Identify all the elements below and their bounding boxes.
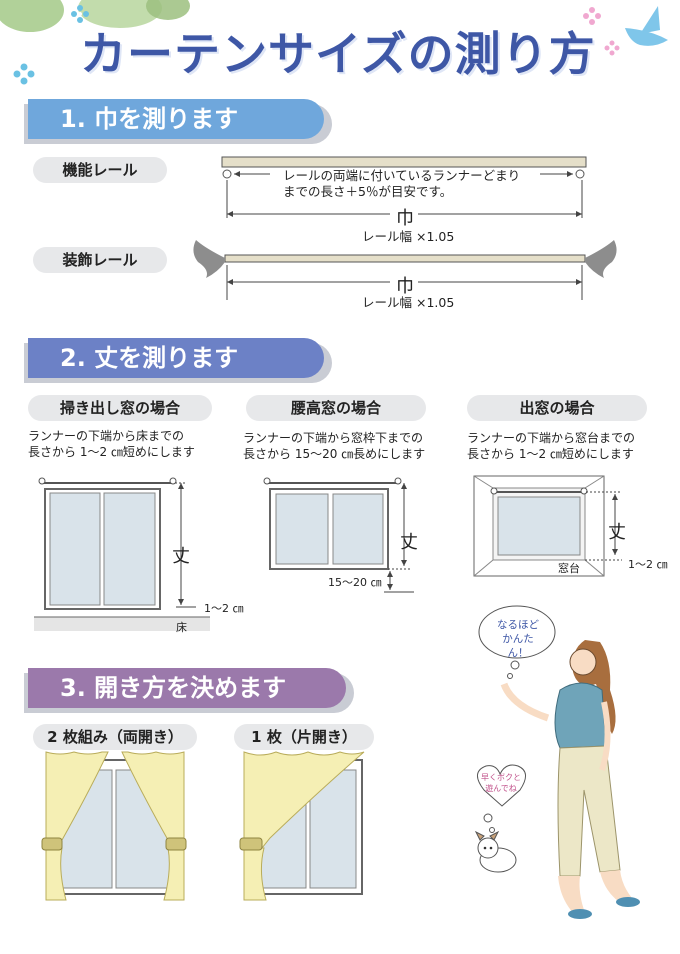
heart-bubble-icon [477,764,526,807]
leaf-icon [0,0,64,32]
sill-label: 窓台 [558,562,580,575]
flower-icon [604,40,620,56]
leaf-icon [146,0,190,20]
decorative-rail-label: 装飾レール [33,247,167,273]
flower-icon [583,7,601,25]
finial-icon [585,240,617,278]
dog-speech-text: 早くボクと 遊んでね [481,773,521,793]
dog-icon [474,830,517,873]
length-label-waist: 丈 [400,532,418,553]
bird-icon [625,6,668,46]
length-diagrams [34,475,622,631]
opening-single-label: 1 枚（片開き） [234,724,374,750]
functional-rail-label: 機能レール [33,157,167,183]
length-case-waist-note: ランナーの下端から窓枠下までの 長さから 15〜20 ㎝長めにします [243,431,426,461]
length-offset-bay: 1〜2 ㎝ [628,558,668,571]
flower-icon [13,63,35,85]
leaf-decoration [0,0,668,85]
speech-bubble-icon [478,605,556,659]
flower-icon [71,5,89,23]
length-case-bay-title: 出窓の場合 [467,395,647,421]
length-offset-waist: 15〜20 ㎝ [328,576,382,589]
length-case-floor-note: ランナーの下端から床までの 長さから 1〜2 ㎝短めにします [28,429,195,459]
length-case-waist-title: 腰高窓の場合 [246,395,426,421]
width-label-decorative: 巾 [396,276,414,297]
opening-double-label: 2 枚組み（両開き） [33,724,197,750]
length-offset-floor: 1〜2 ㎝ [204,602,244,615]
page-title: カーテンサイズの測り方 [80,27,596,81]
floor-label: 床 [176,621,187,634]
width-formula-functional: レール幅 ×1.05 [362,229,455,244]
section-1-header: 1. 巾を測ります [28,99,324,139]
width-formula-decorative: レール幅 ×1.05 [362,295,455,310]
woman-speech-text: なるほど かんたん！ [497,619,539,659]
section-3-header: 3. 開き方を決めます [28,668,346,708]
functional-rail-diagram [193,156,617,300]
length-case-bay-note: ランナーの下端から窓台までの 長さから 1〜2 ㎝短めにします [467,431,636,461]
length-label-floor: 丈 [172,546,190,567]
width-label-functional: 巾 [396,208,414,229]
finial-icon [193,240,225,278]
length-case-floor-title: 掃き出し窓の場合 [28,395,212,421]
section-2-header: 2. 丈を測ります [28,338,324,378]
leaf-icon [78,0,162,28]
length-label-bay: 丈 [608,522,626,543]
functional-rail-note: レールの両端に付いているランナーどまり までの長さ＋5％が目安です。 [283,168,521,199]
